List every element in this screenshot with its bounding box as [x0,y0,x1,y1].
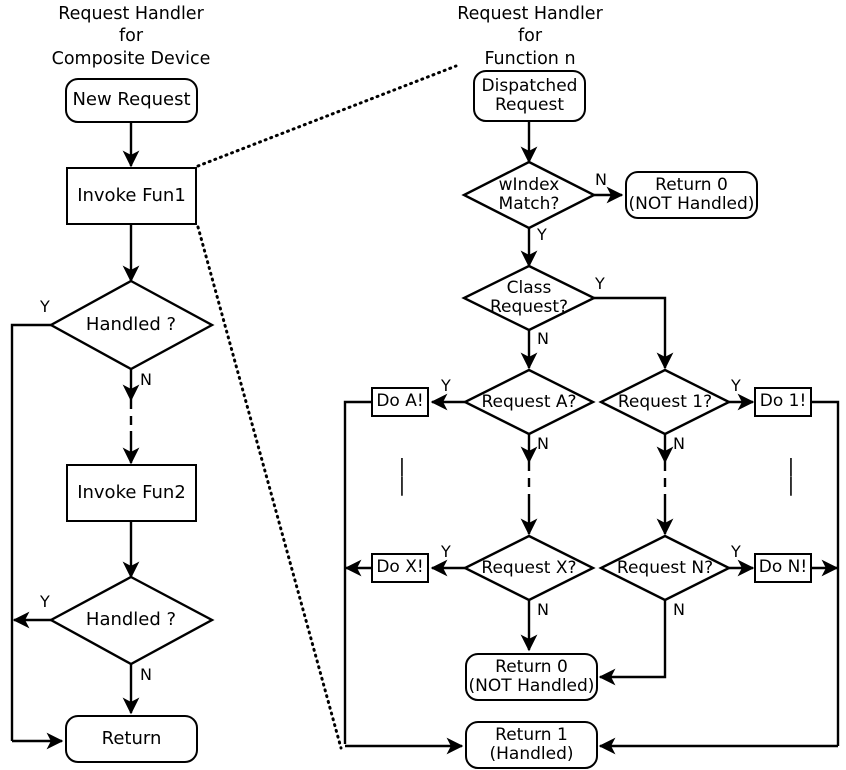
edge-label-handled1-yes: Y [40,297,50,316]
node-do-a[interactable]: Do A! [371,387,429,417]
edge-label-requesta-no: N [537,434,549,453]
edge-doa-to-leftbus [343,400,371,744]
edge-label-windex-no: N [595,170,607,189]
edge-handled1-yes-bus [10,323,51,741]
node-new-request[interactable]: New Request [65,78,198,123]
node-invoke-fun1[interactable]: Invoke Fun1 [66,167,197,225]
node-return-1[interactable]: Return 1 (Handled) [465,721,598,769]
label-request-n: Request N? [616,557,714,578]
node-dispatched-request[interactable]: Dispatched Request [473,70,586,122]
edge-label-class-no: N [537,329,549,348]
edge-label-requesta-yes: Y [441,376,451,395]
label-handled-2: Handled ? [85,609,177,631]
label-request-a: Request A? [481,391,577,412]
edge-label-requestx-no: N [537,600,549,619]
ellipsis-right: | | [787,455,795,496]
node-return-0-top[interactable]: Return 0 (NOT Handled) [625,171,758,219]
edge-label-requestx-yes: Y [441,542,451,561]
ellipsis-left: | | [398,455,406,496]
title-left: Request Handler for Composite Device [51,4,211,69]
edge-class-yes-to-request1 [594,296,674,370]
edge-requestn-no-to-return0 [598,600,667,686]
node-invoke-fun2[interactable]: Invoke Fun2 [66,464,197,522]
label-request-x: Request X? [481,557,577,578]
edge-label-requestn-no: N [673,600,685,619]
label-handled-1: Handled ? [85,314,177,336]
node-return[interactable]: Return [65,715,198,763]
label-request-1: Request 1? [617,391,713,412]
edge-label-handled2-yes: Y [40,592,50,611]
edge-label-requestn-yes: Y [731,542,741,561]
callout-line-bottom [196,225,343,750]
title-right: Request Handler for Function n [457,4,603,69]
node-do-1[interactable]: Do 1! [754,387,812,417]
edge-label-class-yes: Y [595,274,605,293]
edge-label-windex-yes: Y [537,225,547,244]
edge-label-handled2-no: N [140,665,152,684]
node-do-x[interactable]: Do X! [371,553,429,583]
node-return-0-bottom[interactable]: Return 0 (NOT Handled) [465,653,598,701]
edge-label-handled1-no: N [140,370,152,389]
callout-line-top [196,64,458,168]
label-windex-match: wIndex Match? [498,175,560,214]
edge-do1-to-rightbus [812,400,840,746]
node-do-n[interactable]: Do N! [754,553,812,583]
label-class-request: Class Request? [489,278,569,317]
edge-label-request1-yes: Y [731,376,741,395]
edge-label-request1-no: N [673,434,685,453]
